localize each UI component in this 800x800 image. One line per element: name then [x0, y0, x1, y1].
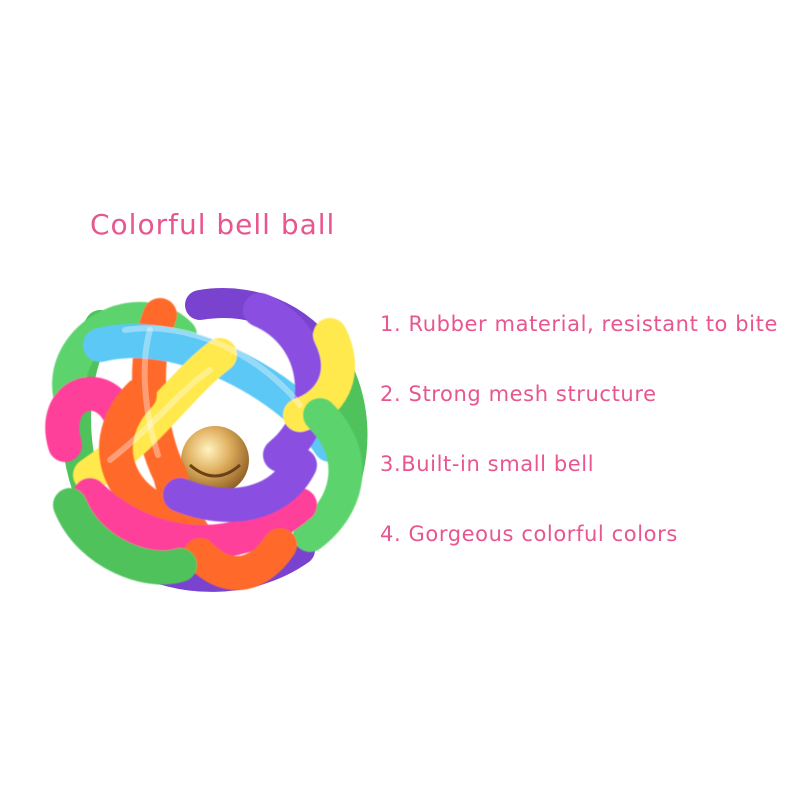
- ball-loop-orange-bottom: [183, 528, 297, 590]
- ball-loop-purple-lower: [163, 448, 317, 522]
- feature-item-rubber: 1. Rubber material, resistant to bite: [380, 312, 778, 336]
- bell-icon: [181, 426, 249, 494]
- feature-item-mesh: 2. Strong mesh structure: [380, 382, 657, 406]
- ball-loop-green-right: [293, 398, 363, 552]
- ball-loop-green-bottomleft: [53, 488, 197, 585]
- product-title: Colorful bell ball: [90, 208, 336, 241]
- ball-loop-purple-right: [243, 293, 329, 472]
- feature-item-colors: 4. Gorgeous colorful colors: [380, 522, 678, 546]
- ball-loop-orange-left: [99, 378, 187, 532]
- ball-loop-magenta-bottom: [73, 478, 317, 559]
- feature-list: 1. Rubber material, resistant to bite 2.…: [380, 308, 778, 588]
- feature-item-bell: 3.Built-in small bell: [380, 452, 595, 476]
- bell-ball-image: [45, 288, 368, 592]
